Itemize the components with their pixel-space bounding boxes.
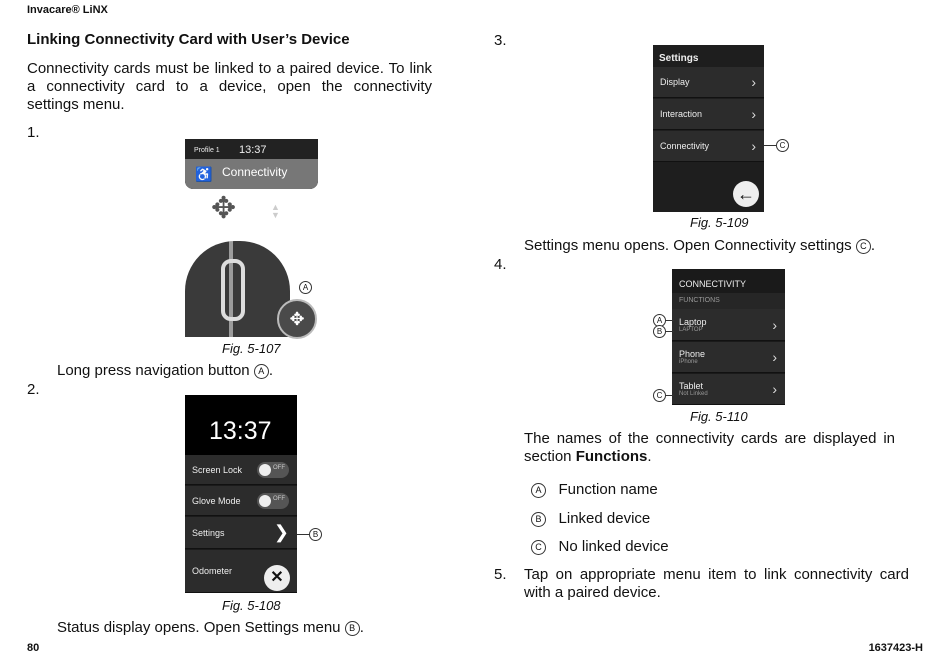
chevron-right-icon: ❯: [273, 522, 289, 542]
header-brand: Invacare® LiNX: [27, 4, 108, 16]
step-number: 3.: [494, 32, 507, 49]
connectivity-title: CONNECTIVITY: [679, 279, 747, 289]
figure-5-107: Profile 1 13:37 ♿ Connectivity ✥ ▲▼ ✥ A: [185, 139, 318, 339]
step-4-text: The names of the connectivity cards are …: [524, 430, 895, 465]
profile-label: Profile 1: [194, 147, 220, 154]
display-row[interactable]: Display›: [653, 67, 764, 98]
screen-lock-toggle[interactable]: OFF: [257, 461, 289, 478]
legend-item: B Linked device: [531, 510, 650, 528]
chevron-right-icon: ›: [751, 138, 756, 154]
glove-mode-toggle[interactable]: OFF: [257, 492, 289, 509]
glove-mode-label: Glove Mode: [192, 495, 241, 506]
scroll-arrows-icon: ▲▼: [271, 202, 280, 220]
status-time: 13:37: [209, 417, 272, 445]
figure-caption: Fig. 5-108: [222, 598, 281, 613]
settings-row[interactable]: Settings❯: [185, 517, 297, 549]
settings-title: Settings: [659, 53, 699, 64]
marker-b: B: [309, 528, 322, 541]
functions-section-label: FUNCTIONS: [679, 297, 720, 304]
figure-5-109: Settings Display› Interaction› Connectiv…: [653, 45, 764, 212]
figure-caption: Fig. 5-109: [690, 215, 749, 230]
move-arrows-icon: ✥: [211, 192, 237, 225]
marker-c: C: [653, 389, 666, 402]
chevron-right-icon: ›: [751, 106, 756, 122]
chevron-right-icon: ›: [772, 349, 777, 365]
screen-lock-label: Screen Lock: [192, 464, 243, 475]
chevron-right-icon: ›: [772, 316, 777, 333]
screen-title: Connectivity: [222, 165, 288, 179]
page-number: 80: [27, 642, 40, 654]
interaction-row[interactable]: Interaction›: [653, 99, 764, 130]
chevron-right-icon: ›: [751, 74, 756, 90]
legend-item: C No linked device: [531, 538, 669, 556]
marker-a: A: [299, 281, 312, 294]
marker-c: C: [776, 139, 789, 152]
time-label: 13:37: [239, 144, 267, 156]
step-number: 1.: [27, 124, 40, 141]
figure-caption: Fig. 5-110: [690, 409, 748, 424]
step-number: 5.: [494, 566, 507, 583]
step-number: 4.: [494, 256, 507, 273]
legend-item: A Function name: [531, 481, 658, 499]
wheelchair-icon: ♿: [195, 166, 213, 182]
step-2-text: Status display opens. Open Settings menu…: [57, 619, 364, 636]
back-arrow-icon[interactable]: ←: [733, 181, 759, 207]
intro-paragraph: Connectivity cards must be linked to a p…: [27, 60, 432, 113]
figure-caption: Fig. 5-107: [222, 341, 281, 356]
step-5-text: Tap on appropriate menu item to link con…: [524, 566, 909, 601]
navigation-button[interactable]: ✥: [277, 299, 317, 339]
close-icon[interactable]: ✕: [264, 565, 290, 591]
joystick-knob: [185, 241, 290, 337]
connectivity-row[interactable]: Connectivity›: [653, 131, 764, 162]
step-1-text: Long press navigation button A.: [57, 362, 273, 379]
document-id: 1637423-H: [868, 642, 923, 654]
step-3-text: Settings menu opens. Open Connectivity s…: [524, 237, 876, 254]
chevron-right-icon: ›: [772, 381, 777, 397]
section-title: Linking Connectivity Card with User’s De…: [27, 31, 350, 48]
marker-b: B: [653, 325, 666, 338]
step-number: 2.: [27, 381, 40, 398]
